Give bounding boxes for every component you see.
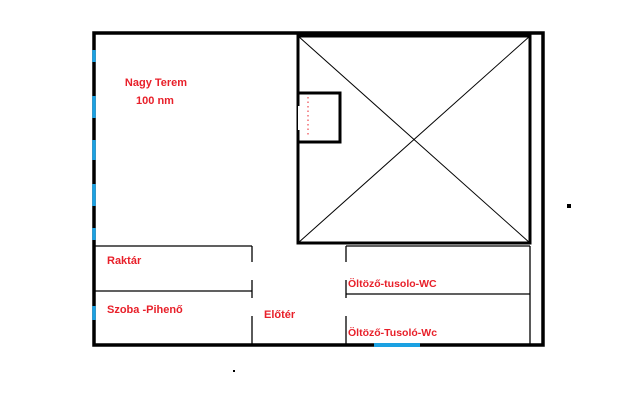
- label-eloter: Előtér: [264, 309, 296, 321]
- label-nagy-terem: Nagy Terem: [125, 77, 187, 89]
- label-oltozo-2: Öltöző-Tusoló-Wc: [348, 326, 437, 339]
- interior-walls: [94, 245, 531, 345]
- stray-dot-right: [567, 204, 571, 208]
- label-oltozo-1: Öltöző-tusolo-WC: [348, 277, 437, 290]
- niche: [296, 91, 342, 144]
- label-raktar: Raktár: [107, 255, 142, 267]
- label-nagy-terem-area: 100 nm: [136, 95, 174, 107]
- stray-dot-bottom: [233, 370, 235, 372]
- label-szoba-piheno: Szoba -Pihenő: [107, 304, 183, 316]
